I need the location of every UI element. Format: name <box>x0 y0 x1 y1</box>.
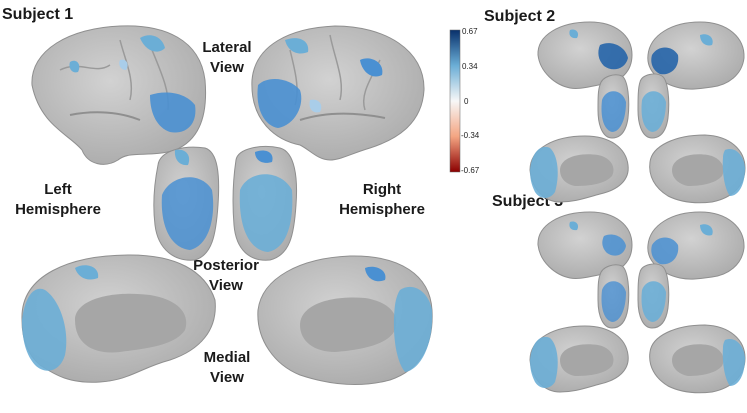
medial-view-label: Medial View <box>192 348 262 388</box>
colorbar-tick-zero: 0 <box>464 97 469 106</box>
s3-right-lateral-brain <box>647 211 745 280</box>
s1-posterior-right-brain <box>232 146 298 261</box>
left-hemisphere-line2: Hemisphere <box>15 201 101 218</box>
colorbar-tick-mid-neg: -0.34 <box>461 131 480 140</box>
subject-2-title: Subject 2 <box>484 8 556 25</box>
right-hemisphere-line1: Right <box>362 181 402 198</box>
s3-posterior-right-brain <box>637 263 670 329</box>
s1-left-lateral-brain <box>31 25 207 165</box>
lateral-view-line1: Lateral <box>202 39 252 56</box>
posterior-view-line2: View <box>209 277 243 294</box>
posterior-view-label: Posterior View <box>186 256 266 296</box>
s3-left-medial-brain <box>529 325 629 393</box>
s2-left-medial-brain <box>529 135 629 203</box>
s3-right-medial-brain <box>649 324 746 394</box>
left-hemisphere-label: Left Hemisphere <box>8 180 108 220</box>
medial-view-line1: Medial <box>203 349 251 366</box>
posterior-view-line1: Posterior <box>193 257 259 274</box>
s1-left-medial-brain <box>21 254 216 383</box>
lateral-view-label: Lateral View <box>192 38 262 78</box>
colorbar <box>449 29 461 173</box>
s2-right-lateral-brain <box>647 21 745 90</box>
s1-posterior-left-brain <box>153 146 220 261</box>
right-hemisphere-label: Right Hemisphere <box>328 180 436 220</box>
lateral-view-line2: View <box>210 59 244 76</box>
right-hemisphere-line2: Hemisphere <box>339 201 425 218</box>
s3-posterior-left-brain <box>597 264 630 329</box>
s2-left-lateral-brain <box>537 21 633 89</box>
subject-1-title: Subject 1 <box>2 6 74 23</box>
left-hemisphere-line1: Left <box>44 181 72 198</box>
colorbar-tick-max: 0.67 <box>462 27 478 36</box>
medial-view-line2: View <box>210 369 244 386</box>
s2-posterior-right-brain <box>637 73 670 139</box>
colorbar-tick-min: -0.67 <box>461 166 480 175</box>
s1-right-medial-brain <box>257 255 433 386</box>
s1-right-lateral-brain <box>251 25 425 161</box>
s2-posterior-left-brain <box>597 74 630 139</box>
colorbar-tick-mid-pos: 0.34 <box>462 62 478 71</box>
s2-right-medial-brain <box>649 134 746 204</box>
s3-left-lateral-brain <box>537 211 633 279</box>
